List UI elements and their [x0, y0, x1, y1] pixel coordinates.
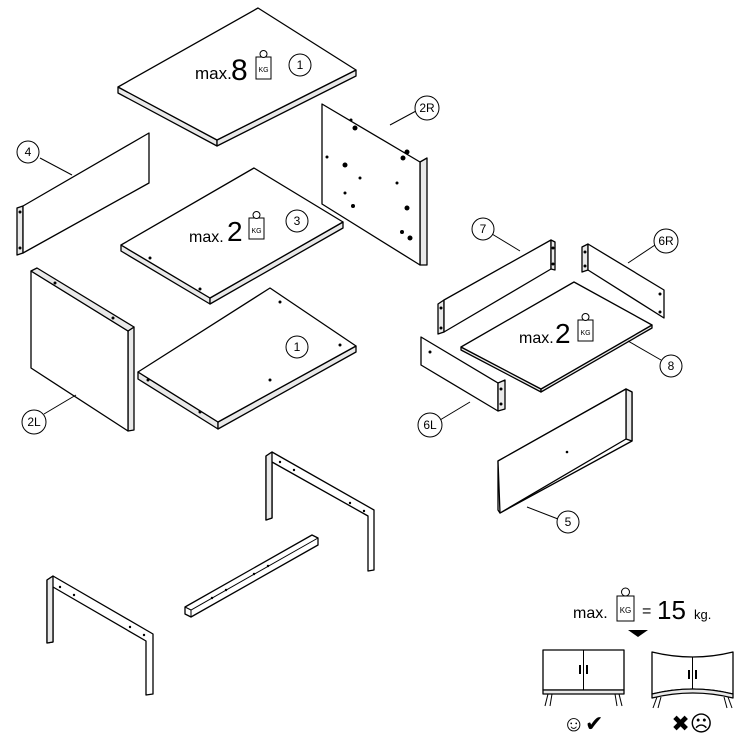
part-1-top-panel — [117, 7, 357, 147]
drawer-load-label: max. 2 KG — [519, 313, 594, 349]
callout-6R: 6R — [627, 228, 679, 264]
callout-7: 7 — [471, 217, 521, 252]
shelf-load-prefix: max. — [189, 229, 224, 246]
top-load-prefix: max. — [195, 64, 232, 83]
weight-icon-label: KG — [251, 228, 261, 235]
svg-text:1: 1 — [294, 340, 301, 354]
shelf-load-value: 2 — [227, 216, 243, 247]
crossbar — [184, 534, 319, 618]
part-4-rail — [16, 132, 150, 256]
svg-text:6R: 6R — [658, 234, 674, 248]
bad-symbols: ✖☹ — [671, 711, 712, 736]
callout-1-top: 1 — [288, 53, 312, 77]
svg-text:2L: 2L — [27, 415, 41, 429]
arrow-down-icon — [628, 630, 648, 637]
callout-3: 3 — [285, 209, 309, 233]
part-1-bottom-panel — [137, 287, 357, 430]
total-load-unit: kg. — [694, 607, 711, 622]
svg-text:2R: 2R — [419, 101, 435, 115]
drawer-load-value: 2 — [555, 318, 571, 349]
weight-icon-label: KG — [258, 67, 268, 74]
svg-text:6L: 6L — [423, 418, 437, 432]
weight-icon: KG — [248, 211, 265, 240]
part-2R-side-panel — [321, 103, 428, 266]
cabinet-correct — [542, 649, 625, 707]
callout-6L: 6L — [417, 401, 471, 438]
svg-text:1: 1 — [297, 58, 304, 72]
drawer-load-prefix: max. — [519, 330, 554, 347]
ok-symbols: ☺✔ — [563, 711, 604, 736]
svg-text:5: 5 — [565, 515, 572, 529]
weight-icon: KG — [577, 313, 594, 342]
weight-icon: KG — [616, 587, 635, 622]
top-load-label: max. 8 KG — [195, 50, 272, 87]
callout-5: 5 — [526, 506, 580, 534]
leg-frame-left — [46, 575, 154, 696]
callout-2L: 2L — [21, 394, 77, 435]
part-6R-drawer-side — [581, 243, 665, 319]
callout-4: 4 — [16, 140, 73, 176]
total-load-note: max. KG = 15 kg. — [573, 587, 711, 637]
svg-text:7: 7 — [480, 222, 487, 236]
shelf-load-label: max. 2 KG — [189, 211, 265, 247]
part-8-drawer-bottom — [460, 281, 653, 393]
cabinet-overloaded — [651, 651, 734, 709]
weight-icon-label: KG — [620, 606, 632, 615]
part-2L-side-panel — [30, 267, 135, 432]
callout-2R: 2R — [389, 95, 440, 126]
total-load-value: 15 — [657, 595, 686, 625]
part-7-drawer-back — [437, 239, 556, 335]
svg-text:4: 4 — [25, 145, 32, 159]
svg-text:8: 8 — [668, 359, 675, 373]
weight-icon: KG — [255, 50, 272, 80]
part-3-shelf — [120, 167, 344, 305]
part-6L-drawer-side — [420, 336, 506, 412]
leg-frame-right — [265, 451, 375, 572]
callout-1-bottom: 1 — [285, 335, 309, 359]
svg-text:3: 3 — [294, 214, 301, 228]
callout-8: 8 — [627, 340, 683, 378]
part-5-drawer-front — [497, 388, 633, 514]
total-load-prefix: max. — [573, 605, 608, 622]
total-load-equals: = — [642, 603, 651, 620]
weight-icon-label: KG — [580, 330, 590, 337]
top-load-value: 8 — [231, 54, 248, 87]
